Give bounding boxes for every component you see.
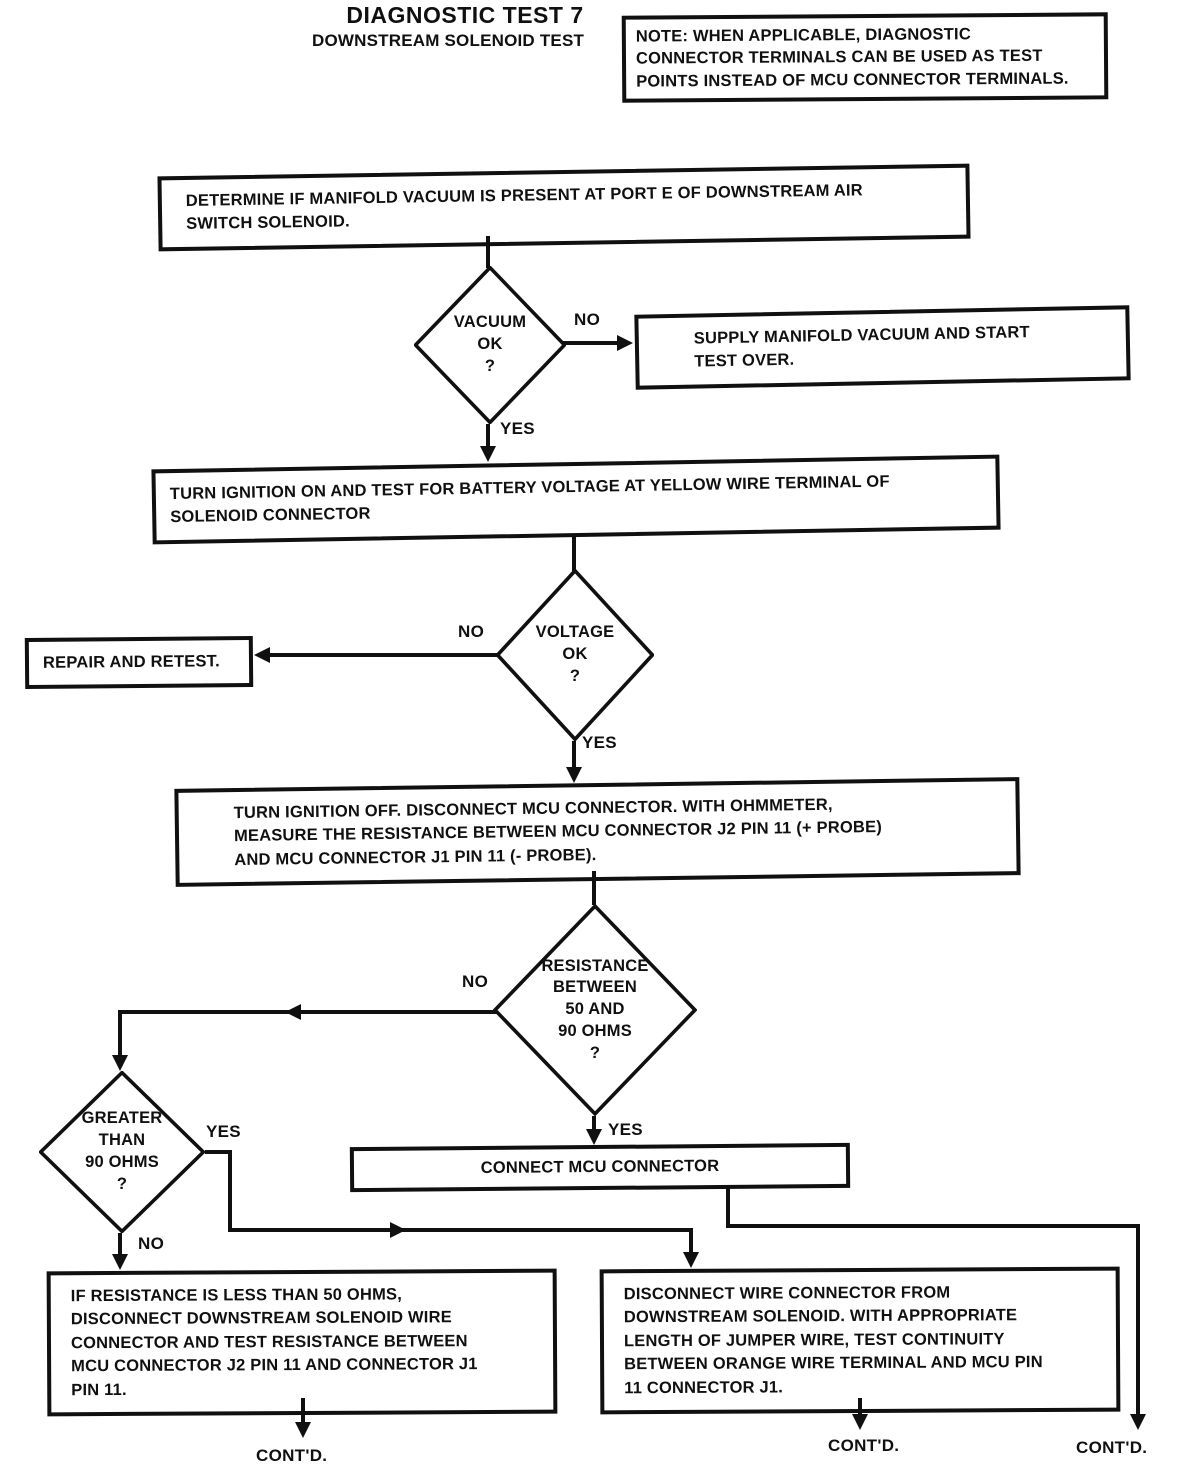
edge-label-greater-no: NO xyxy=(138,1234,165,1253)
process-box-less-than-50: IF RESISTANCE IS LESS THAN 50 OHMS, DISC… xyxy=(46,1268,558,1417)
decision-label: VACUUM OK ? xyxy=(453,313,527,375)
connector-determine-to-vacuum xyxy=(486,236,490,268)
connector-greater-no-down xyxy=(118,1233,122,1256)
decision-label: RESISTANCE BETWEEN 50 AND 90 OHMS ? xyxy=(541,956,649,1062)
decision-diamond-shape xyxy=(493,904,697,1116)
edge-label-resistance-no: NO xyxy=(462,972,489,991)
arrow-contd-middle xyxy=(852,1414,868,1430)
connector-greater-yes-down xyxy=(228,1150,232,1232)
connector-voltage-no-left xyxy=(270,653,500,657)
decision-label: VOLTAGE OK ? xyxy=(535,623,615,685)
arrow-contd-left xyxy=(295,1422,311,1438)
connector-right-box-to-contd xyxy=(858,1398,862,1416)
decision-diamond-shape xyxy=(39,1071,205,1233)
edge-label-voltage-yes: YES xyxy=(582,733,617,752)
page-title: DIAGNOSTIC TEST 7 xyxy=(346,2,584,28)
arrow-contd-right xyxy=(1130,1414,1146,1430)
connector-greater-yes-across xyxy=(228,1228,693,1232)
connector-connect-mcu-across xyxy=(726,1224,1140,1228)
arrow-resistance-no-mid xyxy=(285,1004,301,1020)
edge-label-resistance-yes: YES xyxy=(608,1120,643,1139)
process-box-determine-vacuum: DETERMINE IF MANIFOLD VACUUM IS PRESENT … xyxy=(157,163,971,252)
connector-greater-yes-stub xyxy=(205,1150,232,1154)
edge-label-voltage-no: NO xyxy=(458,622,485,641)
arrow-into-disconnect-wire xyxy=(683,1252,699,1268)
connector-vacuum-yes-down xyxy=(486,424,490,450)
decision-vacuum-ok: VACUUM OK ? xyxy=(414,266,566,424)
process-box-supply-vacuum: SUPPLY MANIFOLD VACUUM AND START TEST OV… xyxy=(634,305,1131,390)
process-box-connect-mcu: CONNECT MCU CONNECTOR xyxy=(349,1142,851,1193)
page-subtitle: DOWNSTREAM SOLENOID TEST xyxy=(312,31,585,50)
process-box-disconnect-wire: DISCONNECT WIRE CONNECTOR FROM DOWNSTREA… xyxy=(599,1266,1121,1415)
connector-left-box-to-contd xyxy=(301,1398,305,1424)
connector-vacuum-no-right xyxy=(563,341,619,345)
contd-label-right: CONT'D. xyxy=(1076,1438,1148,1457)
connector-ignition-on-to-voltage xyxy=(572,534,576,571)
contd-label-left: CONT'D. xyxy=(256,1446,328,1465)
arrow-into-ignition-off xyxy=(566,767,582,783)
connector-right-edge-down xyxy=(1136,1224,1140,1416)
connector-measure-to-resistance xyxy=(592,871,596,905)
decision-resistance-50-90: RESISTANCE BETWEEN 50 AND 90 OHMS ? xyxy=(493,904,697,1116)
connector-resistance-no-down xyxy=(118,1010,122,1056)
decision-diamond-shape xyxy=(414,266,566,424)
connector-resistance-yes-down xyxy=(592,1116,596,1130)
connector-greater-yes-into-box xyxy=(689,1228,693,1254)
decision-voltage-ok: VOLTAGE OK ? xyxy=(496,569,654,741)
connector-connect-mcu-down xyxy=(726,1185,730,1228)
arrow-into-supply-vacuum xyxy=(617,335,633,351)
contd-label-middle: CONT'D. xyxy=(828,1436,900,1455)
process-box-ignition-on-test: TURN IGNITION ON AND TEST FOR BATTERY VO… xyxy=(151,454,1001,545)
edge-label-greater-yes: YES xyxy=(206,1122,241,1141)
arrow-into-connect-mcu xyxy=(586,1129,602,1145)
edge-label-vacuum-no: NO xyxy=(574,310,601,329)
arrow-into-less-than-50 xyxy=(112,1254,128,1270)
decision-diamond-shape xyxy=(496,569,654,741)
note-box: NOTE: WHEN APPLICABLE, DIAGNOSTIC CONNEC… xyxy=(621,12,1109,103)
decision-label: GREATER THAN 90 OHMS ? xyxy=(81,1109,163,1193)
connector-resistance-no-left xyxy=(120,1010,497,1014)
arrow-into-ignition-on xyxy=(480,446,496,462)
decision-greater-90: GREATER THAN 90 OHMS ? xyxy=(39,1071,205,1233)
arrow-greater-yes-mid xyxy=(390,1222,406,1238)
process-box-repair-retest: REPAIR AND RETEST. xyxy=(24,636,254,690)
arrow-into-greater-90 xyxy=(112,1055,128,1071)
edge-label-vacuum-yes: YES xyxy=(500,419,535,438)
connector-voltage-yes-down xyxy=(572,741,576,769)
arrow-into-repair-retest xyxy=(254,647,270,663)
process-box-ignition-off-measure: TURN IGNITION OFF. DISCONNECT MCU CONNEC… xyxy=(174,777,1021,888)
